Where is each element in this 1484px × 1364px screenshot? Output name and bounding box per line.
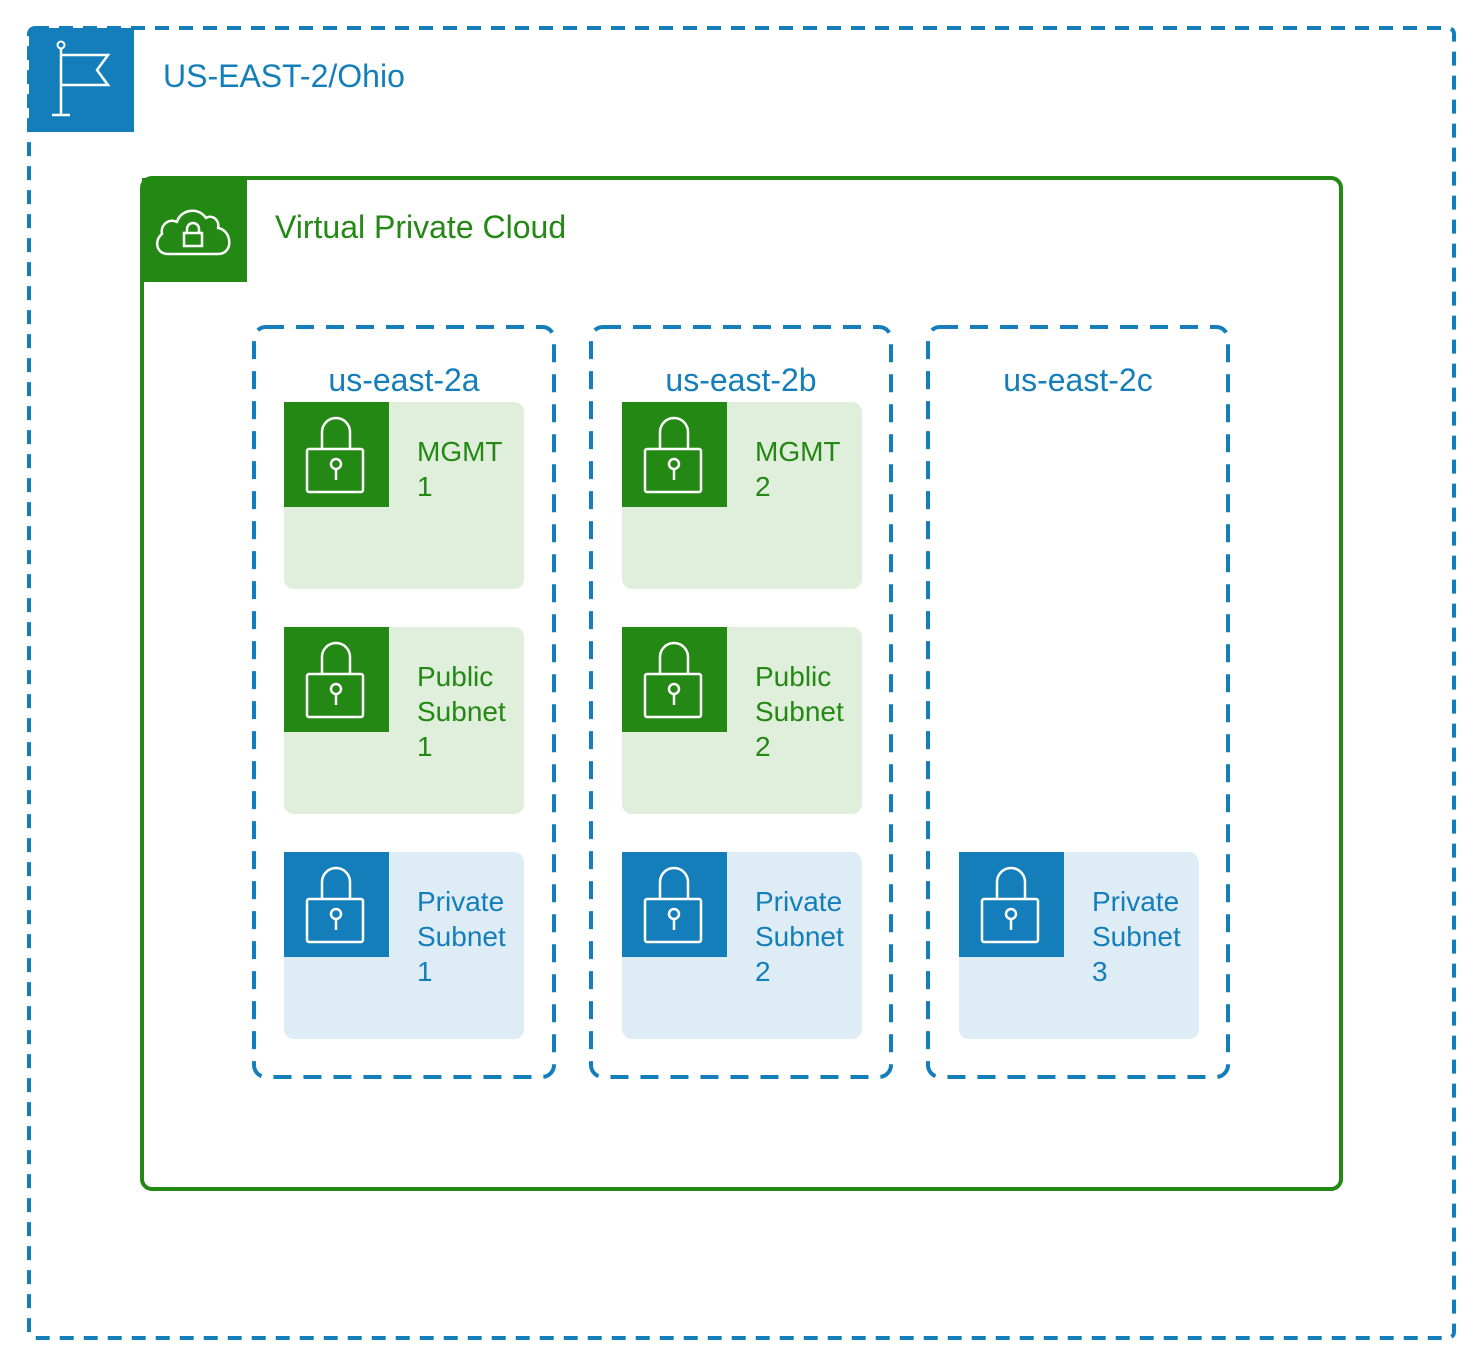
subnet-icon-box <box>959 852 1064 957</box>
az-label: us-east-2a <box>328 362 480 398</box>
subnet-icon-box <box>622 402 727 507</box>
padlock-icon <box>305 416 365 494</box>
region-boundary <box>27 26 1456 1340</box>
padlock-icon <box>305 641 365 719</box>
az-label: us-east-2c <box>1003 362 1153 398</box>
padlock-icon <box>643 866 703 944</box>
vpc-icon-box <box>142 178 247 282</box>
cloud-lock-icon <box>155 209 231 256</box>
subnet-public: MGMT 2 <box>622 402 862 589</box>
subnet-icon-box <box>284 402 389 507</box>
subnet-label: MGMT 2 <box>755 436 841 502</box>
subnet-label: Private Subnet 3 <box>1092 886 1181 987</box>
subnet-icon-box <box>284 852 389 957</box>
padlock-icon <box>305 866 365 944</box>
subnet-icon-box <box>622 852 727 957</box>
subnet-public: Public Subnet 2 <box>622 627 862 814</box>
az-label: us-east-2b <box>665 362 817 398</box>
az-boundary-a <box>252 325 556 1079</box>
subnet-icon-box <box>284 627 389 732</box>
vpc-label: Virtual Private Cloud <box>275 209 567 245</box>
subnet-label: Public Subnet 2 <box>755 661 844 762</box>
subnet-public: Public Subnet 1 <box>284 627 524 814</box>
subnet-private: Private Subnet 1 <box>284 852 524 1039</box>
region-label: US-EAST-2/Ohio <box>163 58 405 94</box>
subnet-label: Private Subnet 1 <box>417 886 506 987</box>
subnet-label: Public Subnet 1 <box>417 661 506 762</box>
az-boundary-c <box>926 325 1230 1079</box>
subnet-label: MGMT 1 <box>417 436 503 502</box>
az-boundary-b <box>589 325 893 1079</box>
subnet-private: Private Subnet 3 <box>959 852 1199 1039</box>
subnet-icon-box <box>622 627 727 732</box>
padlock-icon <box>643 641 703 719</box>
padlock-icon <box>643 416 703 494</box>
subnet-label: Private Subnet 2 <box>755 886 844 987</box>
subnet-public: MGMT 1 <box>284 402 524 589</box>
padlock-icon <box>980 866 1040 944</box>
subnet-private: Private Subnet 2 <box>622 852 862 1039</box>
region-icon-box <box>29 28 134 132</box>
vpc-boundary <box>140 176 1343 1191</box>
flag-icon <box>52 40 111 117</box>
